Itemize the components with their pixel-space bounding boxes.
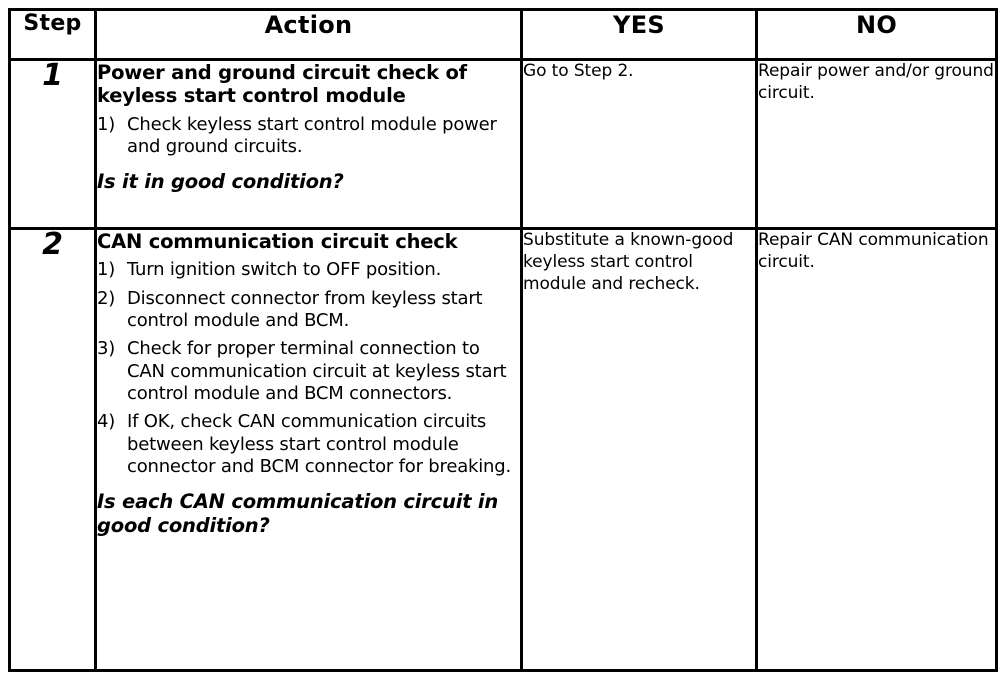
action-cell: Power and ground circuit check of keyles… — [94, 58, 523, 230]
action-question: Is it in good condition? — [97, 170, 344, 194]
table-header-row: Step Action YES NO — [8, 8, 998, 61]
list-item-number: 2) — [97, 287, 116, 309]
list-item-number: 4) — [97, 411, 116, 433]
list-item: 4) If OK, check CAN communication circui… — [97, 411, 520, 478]
list-item: 1) Check keyless start control module po… — [97, 114, 520, 159]
step-number: 1 — [42, 58, 63, 93]
action-title: CAN communication circuit check — [97, 230, 458, 253]
column-header-step: Step — [8, 8, 97, 61]
yes-result-cell: Substitute a known-good keyless start co… — [520, 227, 758, 672]
list-item-text: Check for proper terminal connection to … — [127, 338, 507, 404]
list-item-number: 1) — [97, 113, 116, 135]
no-result-cell: Repair power and/or ground circuit. — [755, 58, 998, 230]
yes-result-cell: Go to Step 2. — [520, 58, 758, 230]
list-item-number: 3) — [97, 338, 116, 360]
column-header-action: Action — [94, 8, 523, 61]
table-row: 2 CAN communication circuit check 1) Tur… — [8, 227, 998, 672]
diagnostic-troubleshooting-table: Step Action YES NO 1 Power and ground ci… — [8, 8, 998, 672]
action-title: Power and ground circuit check of keyles… — [97, 61, 467, 108]
list-item-text: If OK, check CAN communication circuits … — [127, 411, 512, 477]
action-step-list: 1) Check keyless start control module po… — [97, 114, 520, 159]
list-item: 3) Check for proper terminal connection … — [97, 338, 520, 405]
list-item: 2) Disconnect connector from keyless sta… — [97, 288, 520, 333]
action-cell: CAN communication circuit check 1) Turn … — [94, 227, 523, 672]
list-item-number: 1) — [97, 259, 116, 281]
list-item-text: Turn ignition switch to OFF position. — [127, 259, 442, 281]
table-row: 1 Power and ground circuit check of keyl… — [8, 58, 998, 230]
step-number: 2 — [42, 227, 63, 262]
action-step-list: 1) Turn ignition switch to OFF position.… — [97, 259, 520, 478]
no-result-cell: Repair CAN communication circuit. — [755, 227, 998, 672]
list-item: 1) Turn ignition switch to OFF position. — [97, 259, 520, 281]
column-header-no: NO — [755, 8, 998, 61]
list-item-text: Disconnect connector from keyless start … — [127, 287, 483, 332]
step-number-cell: 2 — [8, 227, 97, 672]
step-number-cell: 1 — [8, 58, 97, 230]
action-question: Is each CAN communication circuit in goo… — [97, 490, 499, 537]
column-header-yes: YES — [520, 8, 758, 61]
list-item-text: Check keyless start control module power… — [127, 113, 497, 158]
